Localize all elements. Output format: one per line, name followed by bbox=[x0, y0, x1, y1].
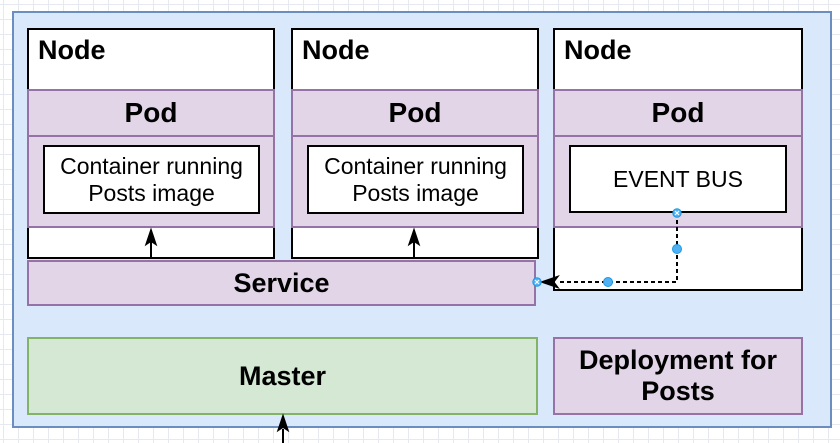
pod-2-title: Pod bbox=[293, 91, 537, 137]
pod-1-title: Pod bbox=[29, 91, 273, 137]
node-2-title: Node bbox=[302, 35, 370, 65]
master-box[interactable]: Master bbox=[27, 337, 538, 415]
deployment-label: Deployment for Posts bbox=[578, 344, 778, 406]
pod-3-title: Pod bbox=[555, 91, 801, 137]
master-label: Master bbox=[238, 360, 327, 391]
deployment-box[interactable]: Deployment for Posts bbox=[553, 337, 803, 415]
container-2-label: Container running Posts image bbox=[324, 153, 507, 206]
event-bus-box[interactable]: EVENT BUS bbox=[569, 145, 787, 213]
node-1-title: Node bbox=[38, 35, 106, 65]
service-label: Service bbox=[233, 267, 330, 298]
container-1-label: Container running Posts image bbox=[60, 153, 243, 206]
node-3-title: Node bbox=[564, 35, 632, 65]
event-bus-label: EVENT BUS bbox=[613, 165, 743, 192]
container-1-box[interactable]: Container running Posts image bbox=[43, 145, 260, 214]
container-2-box[interactable]: Container running Posts image bbox=[307, 145, 524, 214]
service-box[interactable]: Service bbox=[27, 260, 536, 306]
